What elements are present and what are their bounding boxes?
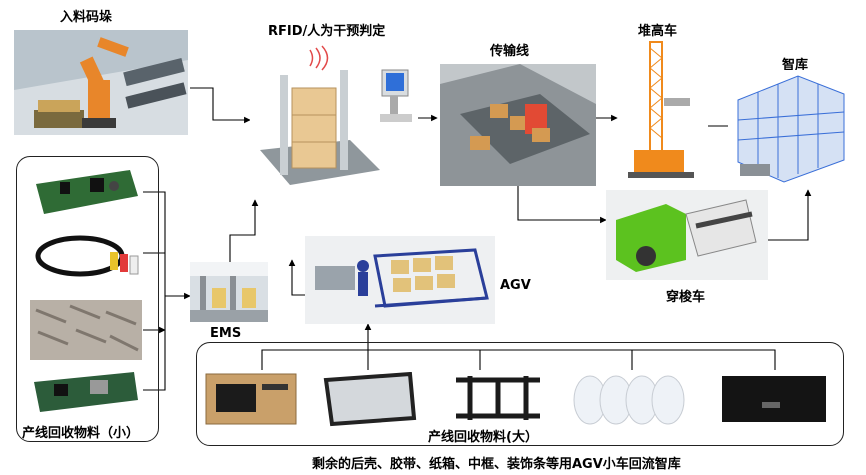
ems-rail-icon	[190, 262, 268, 322]
arrow-ems-to-rfid	[229, 199, 259, 262]
board-image	[30, 366, 142, 416]
tv-box-image	[204, 370, 300, 428]
bracket-image	[450, 370, 546, 426]
tv-frame-icon	[322, 372, 418, 428]
robot-arm-icon	[14, 30, 188, 135]
arrow-agv-to-rfid	[288, 259, 305, 296]
tv-back-image	[718, 372, 830, 428]
stacker-image	[620, 38, 706, 180]
cable-icon	[30, 228, 142, 284]
label-rfid: RFID/人为干预判定	[268, 24, 386, 39]
label-large-materials: 产线回收物料(大）	[428, 430, 538, 445]
arrow-shuttle-to-warehouse	[768, 189, 812, 241]
shuttle-car-icon	[606, 190, 768, 280]
large-materials-panel	[196, 342, 844, 446]
label-ems: EMS	[210, 326, 242, 341]
foam-image	[572, 370, 690, 426]
rack-warehouse-icon	[728, 70, 848, 184]
rfid-gate-icon	[250, 40, 418, 195]
small-materials-panel	[16, 156, 159, 442]
arrow-palletizing-to-rfid	[190, 87, 251, 124]
conveyor-image	[440, 64, 596, 186]
label-small-materials: 产线回收物料（小）	[22, 426, 140, 441]
screws-image	[30, 300, 142, 360]
label-conveyor: 传输线	[490, 44, 530, 59]
label-stacker: 堆高车	[638, 24, 678, 39]
ems-image	[190, 262, 268, 322]
rfid-image	[250, 40, 418, 195]
pcb-board-image	[30, 166, 142, 218]
palletizing-image	[14, 30, 188, 135]
main-board-icon	[30, 366, 142, 416]
label-palletizing: 入料码垛	[60, 10, 113, 25]
arrow-small-1	[143, 191, 166, 296]
arrow-conveyor-to-shuttle	[517, 186, 607, 224]
cable-image	[30, 228, 142, 284]
conveyor-icon	[440, 64, 596, 186]
arrow-small-4	[143, 292, 191, 391]
tv-back-cover-icon	[718, 372, 830, 428]
stacker-crane-icon	[620, 38, 706, 180]
agv-image	[305, 236, 495, 324]
label-shuttle: 穿梭车	[666, 290, 706, 305]
screws-bag-icon	[30, 300, 142, 360]
circuit-board-icon	[30, 166, 142, 218]
foam-rolls-icon	[572, 370, 690, 426]
tv-carton-icon	[204, 370, 300, 428]
caption: 剩余的后壳、胶带、纸箱、中框、装饰条等用AGV小车回流智库	[312, 457, 681, 472]
agv-cart-icon	[305, 236, 495, 324]
label-agv: AGV	[500, 278, 531, 293]
wall-bracket-icon	[450, 370, 546, 426]
label-warehouse: 智库	[782, 58, 809, 73]
shuttle-image	[606, 190, 768, 280]
arrow-large-to-agv	[261, 349, 776, 370]
warehouse-image	[728, 70, 848, 184]
tv-frame-image	[322, 372, 418, 428]
